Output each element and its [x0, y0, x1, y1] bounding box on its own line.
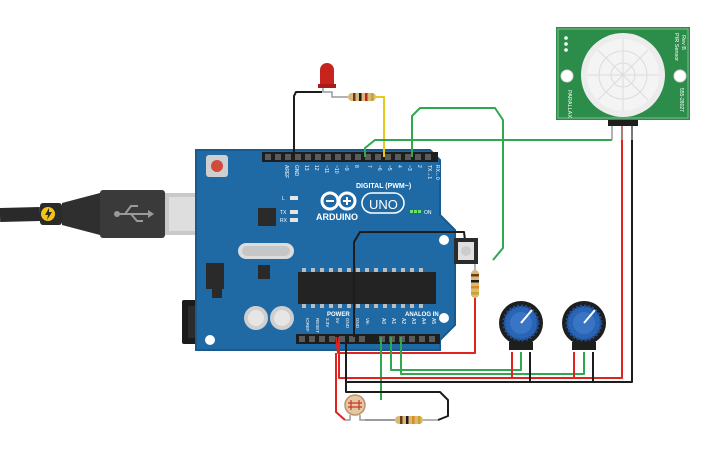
digital-pin-label: 12: [313, 165, 319, 171]
power-pin-label: 5V: [335, 318, 340, 324]
digital-pin-label: ~9: [343, 165, 349, 171]
power-pin-label: GND: [345, 318, 350, 329]
pin-label-gnd: GND: [293, 165, 299, 177]
power-pin-label: IOREF: [305, 318, 310, 332]
digital-pin-label: ~10: [333, 165, 339, 174]
power-analog-header: [296, 334, 440, 344]
pir-jumper-dots: [564, 36, 568, 52]
atmega-chip: [298, 268, 436, 308]
arduino-logo: ARDUINO: [316, 191, 358, 222]
power-pin-label: RESET: [315, 318, 320, 333]
power-pin-label: GND: [355, 318, 360, 329]
wires: [293, 91, 633, 421]
wire-pir-signal: [364, 139, 612, 157]
digital-pin-label: 7: [366, 165, 372, 168]
svg-text:L: L: [282, 196, 285, 202]
power-pin-label: 3.3V: [325, 318, 330, 327]
wire-button-gnd: [353, 231, 466, 337]
wire-pot2-a2: [400, 337, 585, 375]
arduino-board: AREF GND 13 12 ~11 ~10 ~9 8 7 ~6 ~5 4 ~3…: [195, 149, 456, 351]
usb-icon: [114, 205, 154, 222]
digital-pin-label: 4: [396, 165, 402, 168]
wire-button-5v: [335, 298, 476, 354]
digital-pin-label: ~5: [386, 165, 392, 171]
pin-label-aref: AREF: [283, 165, 289, 178]
wire-gnd-bus: [345, 337, 531, 383]
wire-ldr-gnd: [345, 382, 449, 421]
svg-text:UNO: UNO: [369, 197, 398, 212]
analog-pin-label: A1: [390, 318, 396, 324]
pir-rev: Rev B: [680, 35, 686, 50]
reset-button[interactable]: [206, 155, 228, 177]
lightning-icon: [41, 207, 55, 221]
push-button[interactable]: [454, 238, 478, 264]
status-leds: L TX RX: [280, 196, 298, 224]
pir-sensor: PIR Sensor Rev B PARALLAX 555-28027: [556, 27, 690, 140]
pir-brand: PARALLAX: [566, 90, 572, 118]
wire-button-pin: [411, 107, 504, 261]
pir-part: 555-28027: [678, 88, 684, 112]
analog-pin-label: A0: [380, 318, 386, 324]
svg-text:RX: RX: [280, 218, 288, 224]
digital-pin-label: 8: [353, 165, 359, 168]
analog-pin-label: A5: [430, 318, 436, 324]
ldr-resistor: [395, 416, 438, 424]
power-header-label: POWER: [327, 312, 350, 318]
digital-header-label: DIGITAL (PWM~): [356, 183, 411, 190]
wire-pot1-a1: [390, 337, 522, 371]
led-resistor: [338, 93, 376, 101]
digital-pin-label: ~3: [406, 165, 412, 171]
usb-cable: [0, 190, 207, 238]
red-led: [318, 63, 338, 98]
on-indicator: ON: [410, 210, 432, 216]
power-pin-label: Vin: [365, 318, 370, 325]
svg-text:TX: TX: [280, 210, 287, 216]
digital-pin-label: RX←0: [434, 165, 440, 180]
wire-led-gnd: [293, 91, 322, 157]
wire-5v-bus: [338, 337, 513, 379]
analog-pin-label: A3: [410, 318, 416, 324]
digital-header: [262, 152, 438, 162]
potentiometer-2[interactable]: [562, 301, 606, 350]
wire-ldr-5v: [335, 353, 346, 421]
analog-pin-label: A2: [400, 318, 406, 324]
analog-header-label: ANALOG IN: [405, 312, 439, 318]
uno-badge: UNO: [361, 192, 405, 214]
digital-pin-label: ~11: [323, 165, 329, 173]
digital-pin-label: 2: [416, 165, 422, 168]
digital-pin-label: TX→1: [426, 165, 432, 179]
photoresistor: [344, 394, 366, 421]
digital-pin-label: ~6: [376, 165, 382, 171]
arduino-logo-text: ARDUINO: [316, 212, 358, 222]
digital-pin-label: 13: [303, 165, 309, 171]
pir-title: PIR Sensor: [673, 33, 679, 61]
button-resistor: [471, 264, 479, 298]
analog-pin-label: A4: [420, 318, 426, 324]
svg-text:ON: ON: [424, 210, 432, 216]
potentiometer-1[interactable]: [499, 301, 543, 350]
wire-led-pin: [376, 96, 385, 157]
